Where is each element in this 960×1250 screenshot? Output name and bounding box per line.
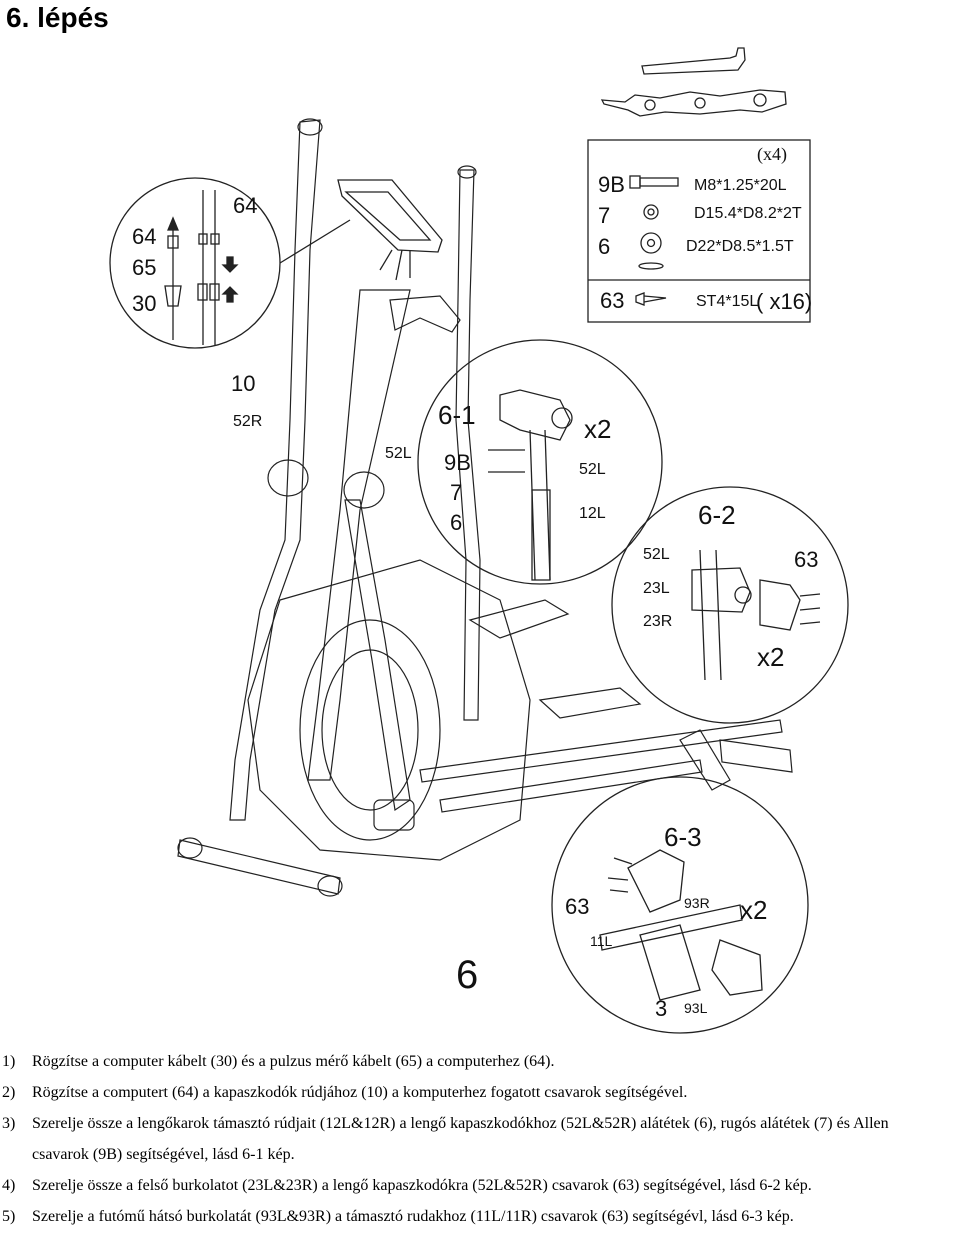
detail-6-3-qty: x2 [740,895,768,925]
main-part-label-6: 6 [456,953,479,997]
cable-label-64: 64 [132,224,157,249]
screw-icon [635,292,667,306]
detail-6-3-label-93l: 93L [684,1000,708,1016]
instruction-item: 5)Szerelje a futómű hátsó burkolatát (93… [2,1208,794,1225]
detail-6-2-part-23r: 23R [643,613,673,630]
elliptical-frame [177,118,793,897]
screw-spec: ST4*15L [696,293,759,310]
detail-6-3-title: 6-3 [664,822,702,852]
detail-6-2-screw-63: 63 [794,547,819,572]
hardware-qty-note: (x4) [757,144,787,164]
detail-6-1-label-52l: 52L [579,461,606,478]
detail-6-2-circle [611,486,849,724]
assembly-diagram [109,47,849,1034]
part-9b-label: 9B [598,172,625,197]
detail-6-3-label-11l: 11L [590,933,613,949]
part-7-label: 7 [598,203,611,228]
washer-spec: D22*D8.5*1.5T [686,238,794,255]
instructions: 1)Rögzítse a computer kábelt (30) és a p… [0,1050,960,1228]
bolt-spec: M8*1.25*20L [694,177,787,194]
part-6-label: 6 [598,234,611,259]
instruction-item: 2)Rögzítse a computert (64) a kapaszkodó… [2,1084,688,1101]
cable-label-65: 65 [132,255,157,280]
handle-bar-label-10: 10 [231,371,256,396]
detail-6-2-part-52l: 52L [643,546,670,563]
detail-6-1-part-9b: 9B [444,450,471,475]
detail-6-1-qty: x2 [584,414,612,444]
instruction-item: 1)Rögzítse a computer kábelt (30) és a p… [2,1053,555,1070]
washer-icon [638,232,664,270]
detail-6-1-part-7: 7 [450,480,463,505]
allen-key-icon [641,47,746,75]
detail-6-3-circle [551,776,809,1034]
instruction-item: 4)Szerelje össze a felső burkolatot (23L… [2,1177,812,1194]
wrench-icon [600,89,787,117]
spring-washer-icon [643,204,659,220]
detail-6-3-screw-63: 63 [565,894,590,919]
computer-label-64: 64 [233,193,258,218]
detail-6-3-label-93r: 93R [684,895,710,911]
bolt-icon [629,175,679,189]
screw-qty: ( x16) [756,289,813,314]
computer-console [337,179,443,281]
instruction-continuation: csavarok (9B) segítségével, lásd 6-1 kép… [32,1146,295,1163]
detail-6-2-qty: x2 [757,642,785,672]
handle-label-52l: 52L [385,445,412,462]
detail-6-1-part-6: 6 [450,510,463,535]
spring-washer-spec: D15.4*D8.2*2T [694,205,802,222]
part-63-label: 63 [600,288,625,313]
detail-6-1-circle [417,339,663,585]
handle-label-52r: 52R [233,413,263,430]
page-title: 6. lépés [6,2,109,33]
instruction-item: 3)Szerelje össze a lengőkarok támasztó r… [2,1115,889,1132]
hardware-box-frame [587,139,811,323]
detail-6-3-label-3: 3 [655,996,668,1021]
detail-6-2-part-23l: 23L [643,580,670,597]
detail-6-2-title: 6-2 [698,500,736,530]
detail-6-1-label-12l: 12L [579,505,606,522]
cable-label-30: 30 [132,291,157,316]
detail-6-1-title: 6-1 [438,400,476,430]
